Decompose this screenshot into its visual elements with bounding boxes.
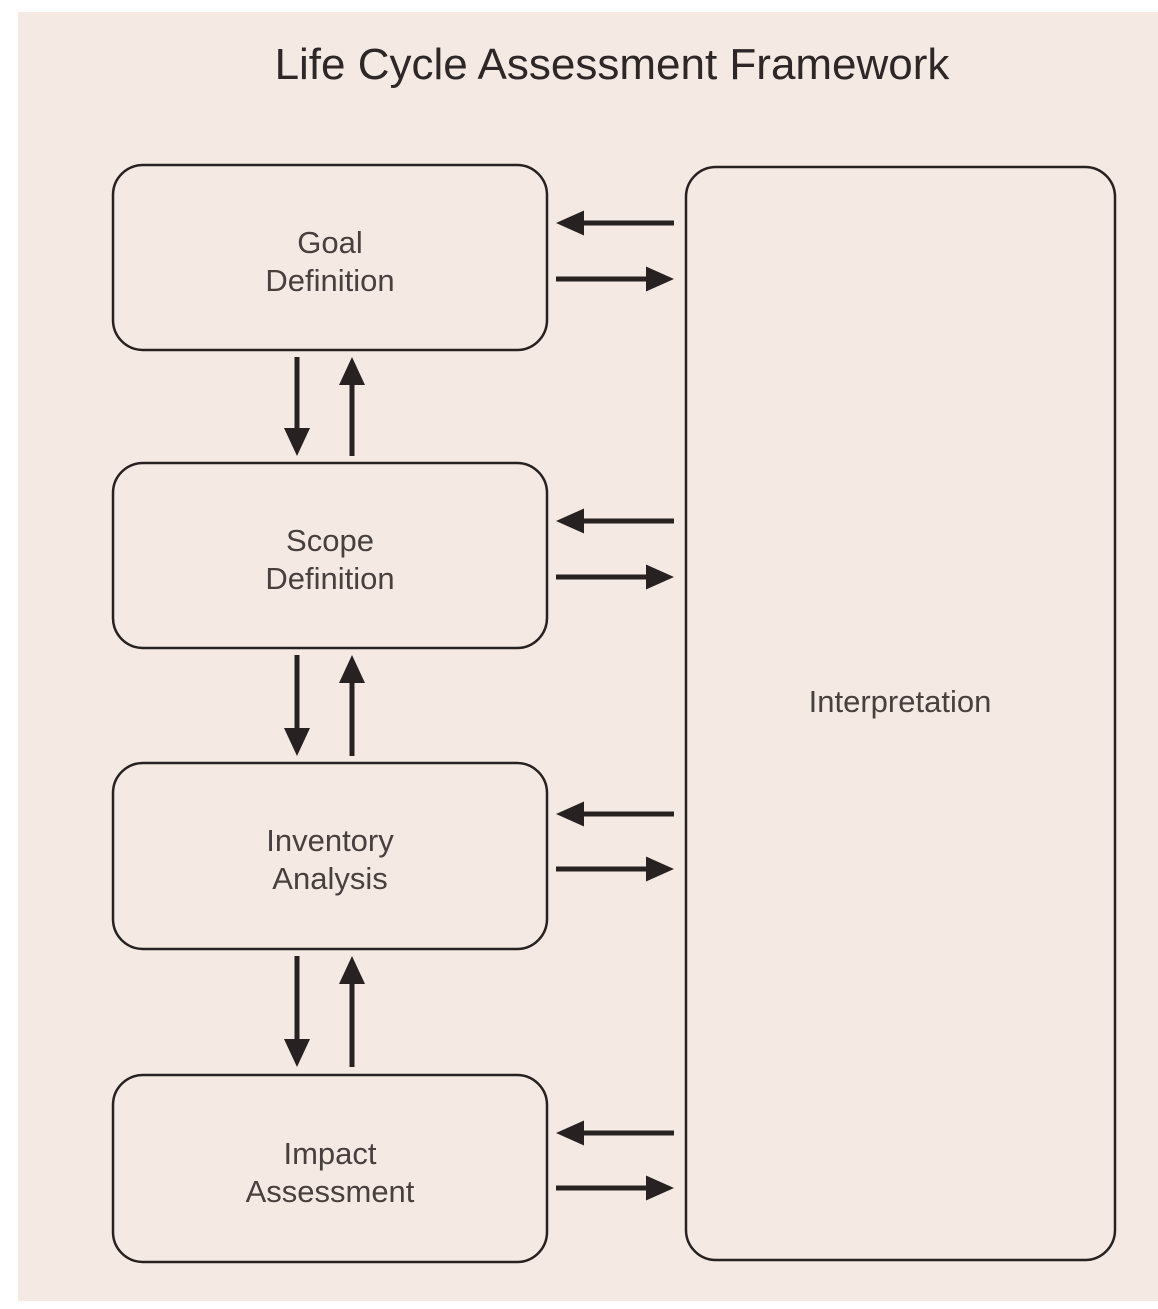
- scope-definition-label-line2: Definition: [265, 561, 394, 596]
- arrow-inventory-to-scope-up-icon: [339, 655, 365, 756]
- inventory-analysis-label-line2: Analysis: [272, 861, 387, 896]
- arrow-impact-to-interpretation-icon: [556, 1175, 674, 1201]
- arrow-goal-to-interpretation-icon: [556, 266, 674, 292]
- node-impact-assessment: Impact Assessment: [111, 1073, 549, 1264]
- impact-assessment-label-line1: Impact: [283, 1136, 376, 1171]
- goal-definition-label-line2: Definition: [265, 263, 394, 298]
- arrow-impact-to-inventory-up-icon: [339, 956, 365, 1067]
- scope-definition-label-line1: Scope: [286, 523, 374, 558]
- arrow-inventory-to-impact-down-icon: [284, 956, 310, 1067]
- impact-assessment-box: [111, 1073, 549, 1264]
- arrow-interpretation-to-impact-icon: [556, 1120, 674, 1146]
- node-scope-definition: Scope Definition: [111, 461, 549, 650]
- interpretation-box: [684, 165, 1117, 1262]
- node-inventory-analysis: Inventory Analysis: [111, 761, 549, 951]
- arrow-scope-to-goal-up-icon: [339, 357, 365, 456]
- diagram-title: Life Cycle Assessment Framework: [275, 40, 951, 89]
- arrow-interpretation-to-inventory-icon: [556, 801, 674, 827]
- inventory-analysis-label-line1: Inventory: [266, 823, 394, 858]
- goal-definition-box: [111, 163, 549, 352]
- arrow-scope-to-interpretation-icon: [556, 564, 674, 590]
- scope-definition-box: [111, 461, 549, 650]
- arrow-interpretation-to-scope-icon: [556, 508, 674, 534]
- arrow-inventory-to-interpretation-icon: [556, 856, 674, 882]
- impact-assessment-label-line2: Assessment: [246, 1174, 415, 1209]
- node-interpretation: Interpretation: [684, 165, 1117, 1262]
- arrow-goal-to-scope-down-icon: [284, 357, 310, 456]
- inventory-analysis-box: [111, 761, 549, 951]
- interpretation-label: Interpretation: [809, 684, 992, 719]
- node-goal-definition: Goal Definition: [111, 163, 549, 352]
- arrow-interpretation-to-goal-icon: [556, 210, 674, 236]
- goal-definition-label-line1: Goal: [297, 225, 362, 260]
- arrow-scope-to-inventory-down-icon: [284, 655, 310, 756]
